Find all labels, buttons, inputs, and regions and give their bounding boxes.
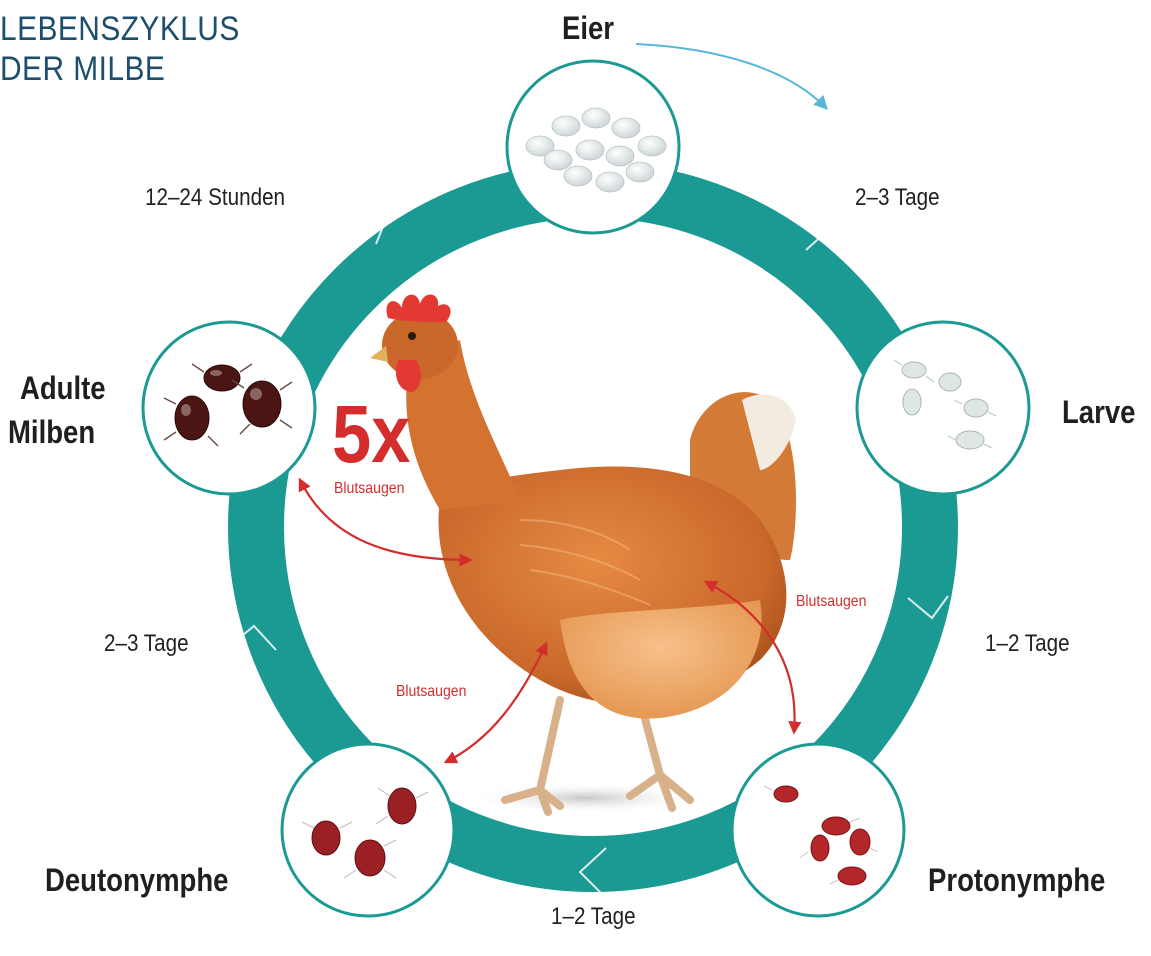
duration-larva-to-protonymph: 1–2 Tage [985,632,1070,656]
feeding-multiplier: 5x [332,394,410,476]
stage-label-adult-line-2: Milben [8,416,95,448]
eggs-photo [507,61,679,233]
stage-label-larva: Larve [1062,396,1135,428]
stage-label-protonymph: Protonymphe [928,864,1105,896]
feeding-label-adult: Blutsaugen [334,481,404,497]
duration-protonymph-to-deutonymph: 1–2 Tage [551,905,636,929]
title-line-1: LEBENSZYKLUS [0,12,240,46]
hen-illustration [370,294,796,812]
stage-label-eggs: Eier [562,12,614,44]
stage-label-deutonymph: Deutonymphe [45,864,228,896]
deutonymph-photo [282,744,454,916]
protonymph-photo [732,744,904,916]
feeding-label-deutonymph: Blutsaugen [396,684,466,700]
larvae-photo [857,322,1029,494]
adult-mites-photo [143,322,315,494]
stage-label-adult-line-1: Adulte [20,372,106,404]
feeding-label-protonymph: Blutsaugen [796,594,866,610]
duration-deutonymph-to-adult: 2–3 Tage [104,632,189,656]
duration-adult-to-eggs: 12–24 Stunden [145,186,285,210]
duration-eggs-to-larva: 2–3 Tage [855,186,940,210]
title-line-2: DER MILBE [0,52,165,86]
